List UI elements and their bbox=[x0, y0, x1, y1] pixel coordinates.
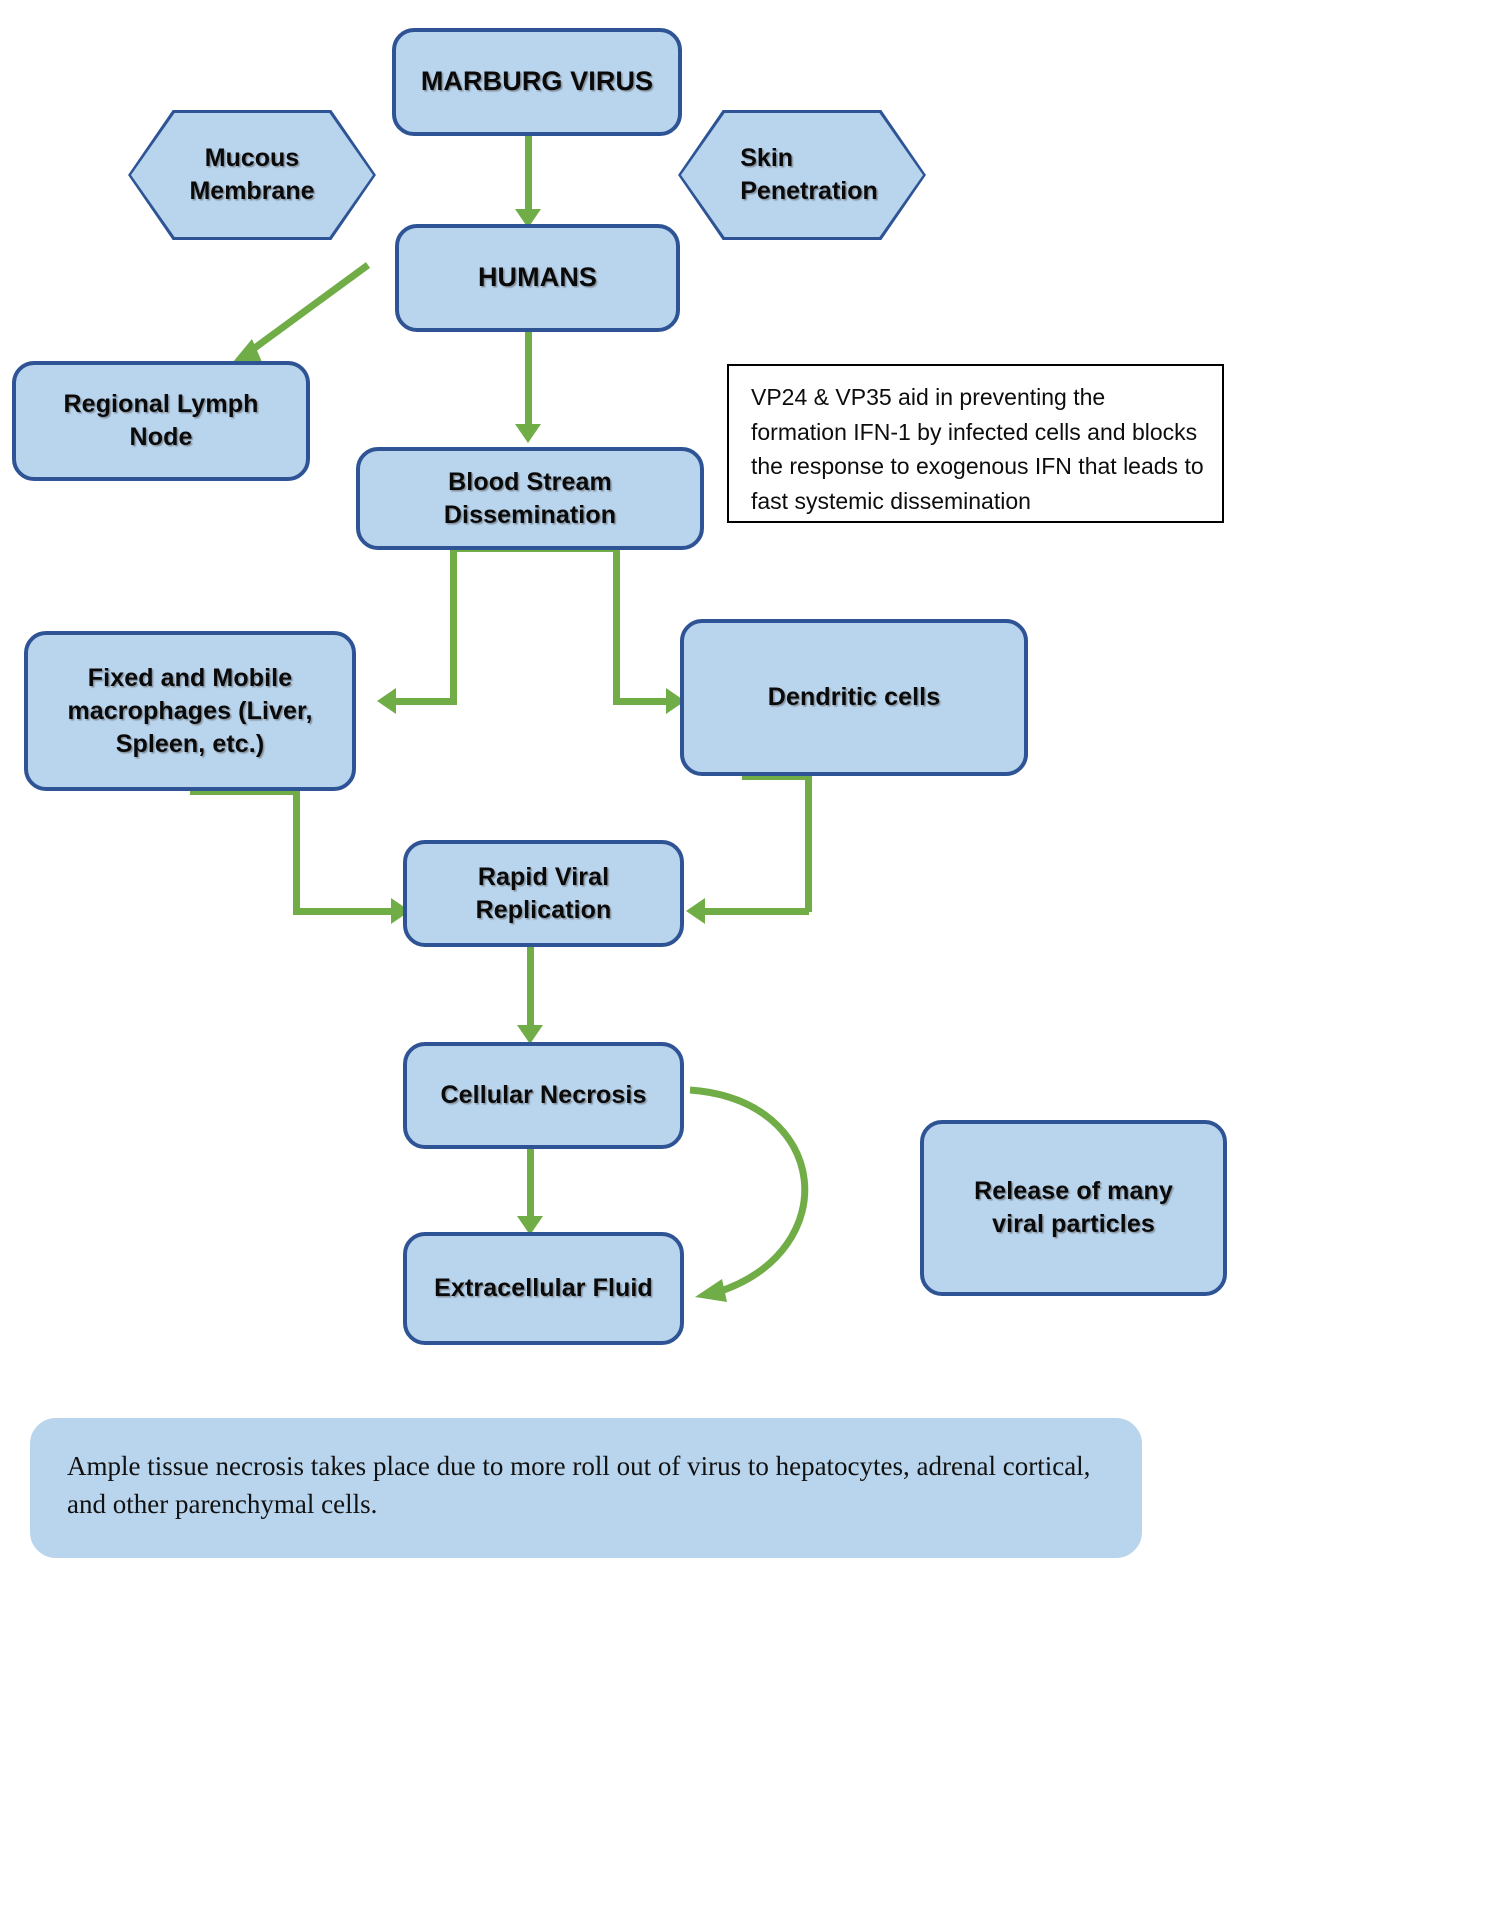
edge-bloodstream-to-dendritic bbox=[613, 698, 668, 705]
node-label-humans: HUMANS bbox=[477, 262, 598, 293]
node-extracellular-fluid[interactable]: Extracellular Fluid bbox=[403, 1232, 684, 1345]
node-humans[interactable]: HUMANS bbox=[395, 224, 680, 332]
note-text-vp24-vp35: VP24 & VP35 aid in preventing the format… bbox=[751, 384, 1204, 514]
node-label-mucous-membrane: Mucous Membrane bbox=[189, 143, 315, 206]
node-rapid-viral-replication[interactable]: Rapid Viral Replication bbox=[403, 840, 684, 947]
node-skin-penetration[interactable]: Skin Penetration bbox=[678, 110, 926, 240]
arrowhead-marburg-to-humans bbox=[515, 209, 541, 228]
edge-bloodstream-down-right bbox=[613, 545, 620, 705]
edge-macrophages-to-replication bbox=[293, 908, 393, 915]
edge-macrophages-down bbox=[293, 788, 300, 912]
node-label-marburg-virus: MARBURG VIRUS bbox=[420, 66, 654, 97]
arrowhead-bloodstream-to-macrophages bbox=[377, 688, 396, 714]
node-blood-stream-dissemination[interactable]: Blood Stream Dissemination bbox=[356, 447, 704, 550]
node-release-viral-particles[interactable]: Release of many viral particles bbox=[920, 1120, 1227, 1296]
node-label-regional-lymph-node: Regional Lymph Node bbox=[63, 390, 259, 451]
note-vp24-vp35: VP24 & VP35 aid in preventing the format… bbox=[727, 364, 1224, 523]
node-label-rapid-viral-replication: Rapid Viral Replication bbox=[475, 862, 612, 924]
edge-replication-to-necrosis bbox=[527, 947, 534, 1032]
node-regional-lymph-node[interactable]: Regional Lymph Node bbox=[12, 361, 310, 481]
banner-text-tissue-necrosis: Ample tissue necrosis takes place due to… bbox=[67, 1451, 1091, 1520]
edge-dendritic-down bbox=[805, 773, 812, 912]
node-dendritic-cells[interactable]: Dendritic cells bbox=[680, 619, 1028, 776]
node-macrophages[interactable]: Fixed and Mobile macrophages (Liver, Spl… bbox=[24, 631, 356, 791]
edge-dendritic-to-replication bbox=[705, 908, 809, 915]
edge-marburg-to-humans bbox=[525, 131, 532, 216]
node-label-macrophages: Fixed and Mobile macrophages (Liver, Spl… bbox=[67, 663, 313, 758]
edge-bloodstream-down-left bbox=[450, 545, 457, 705]
arrowhead-humans-to-bloodstream bbox=[515, 424, 541, 443]
node-label-skin-penetration: Skin Penetration bbox=[740, 143, 878, 206]
node-mucous-membrane[interactable]: Mucous Membrane bbox=[128, 110, 376, 240]
node-label-blood-stream-dissemination: Blood Stream Dissemination bbox=[443, 467, 617, 529]
edge-bloodstream-to-macrophages bbox=[396, 698, 454, 705]
edge-humans-to-bloodstream bbox=[525, 330, 532, 428]
node-label-cellular-necrosis: Cellular Necrosis bbox=[440, 1081, 647, 1109]
banner-tissue-necrosis: Ample tissue necrosis takes place due to… bbox=[30, 1418, 1142, 1558]
arrowhead-replication-to-necrosis bbox=[517, 1025, 543, 1044]
node-label-extracellular-fluid: Extracellular Fluid bbox=[434, 1274, 653, 1302]
arrowhead-dendritic-to-replication bbox=[686, 898, 705, 924]
edge-humans-to-lymph-node bbox=[242, 262, 371, 358]
edge-dendritic-bus bbox=[742, 773, 812, 780]
node-label-release-viral-particles: Release of many viral particles bbox=[974, 1177, 1173, 1238]
edge-macrophages-bus bbox=[190, 788, 300, 795]
arrowhead-necrosis-loop-to-fluid bbox=[695, 1279, 727, 1302]
edge-necrosis-loop-to-fluid bbox=[689, 1086, 809, 1296]
arrowhead-necrosis-to-fluid bbox=[517, 1216, 543, 1235]
node-marburg-virus[interactable]: MARBURG VIRUS bbox=[392, 28, 682, 136]
edge-necrosis-to-fluid bbox=[527, 1148, 534, 1223]
node-label-dendritic-cells: Dendritic cells bbox=[767, 683, 941, 711]
node-cellular-necrosis[interactable]: Cellular Necrosis bbox=[403, 1042, 684, 1149]
